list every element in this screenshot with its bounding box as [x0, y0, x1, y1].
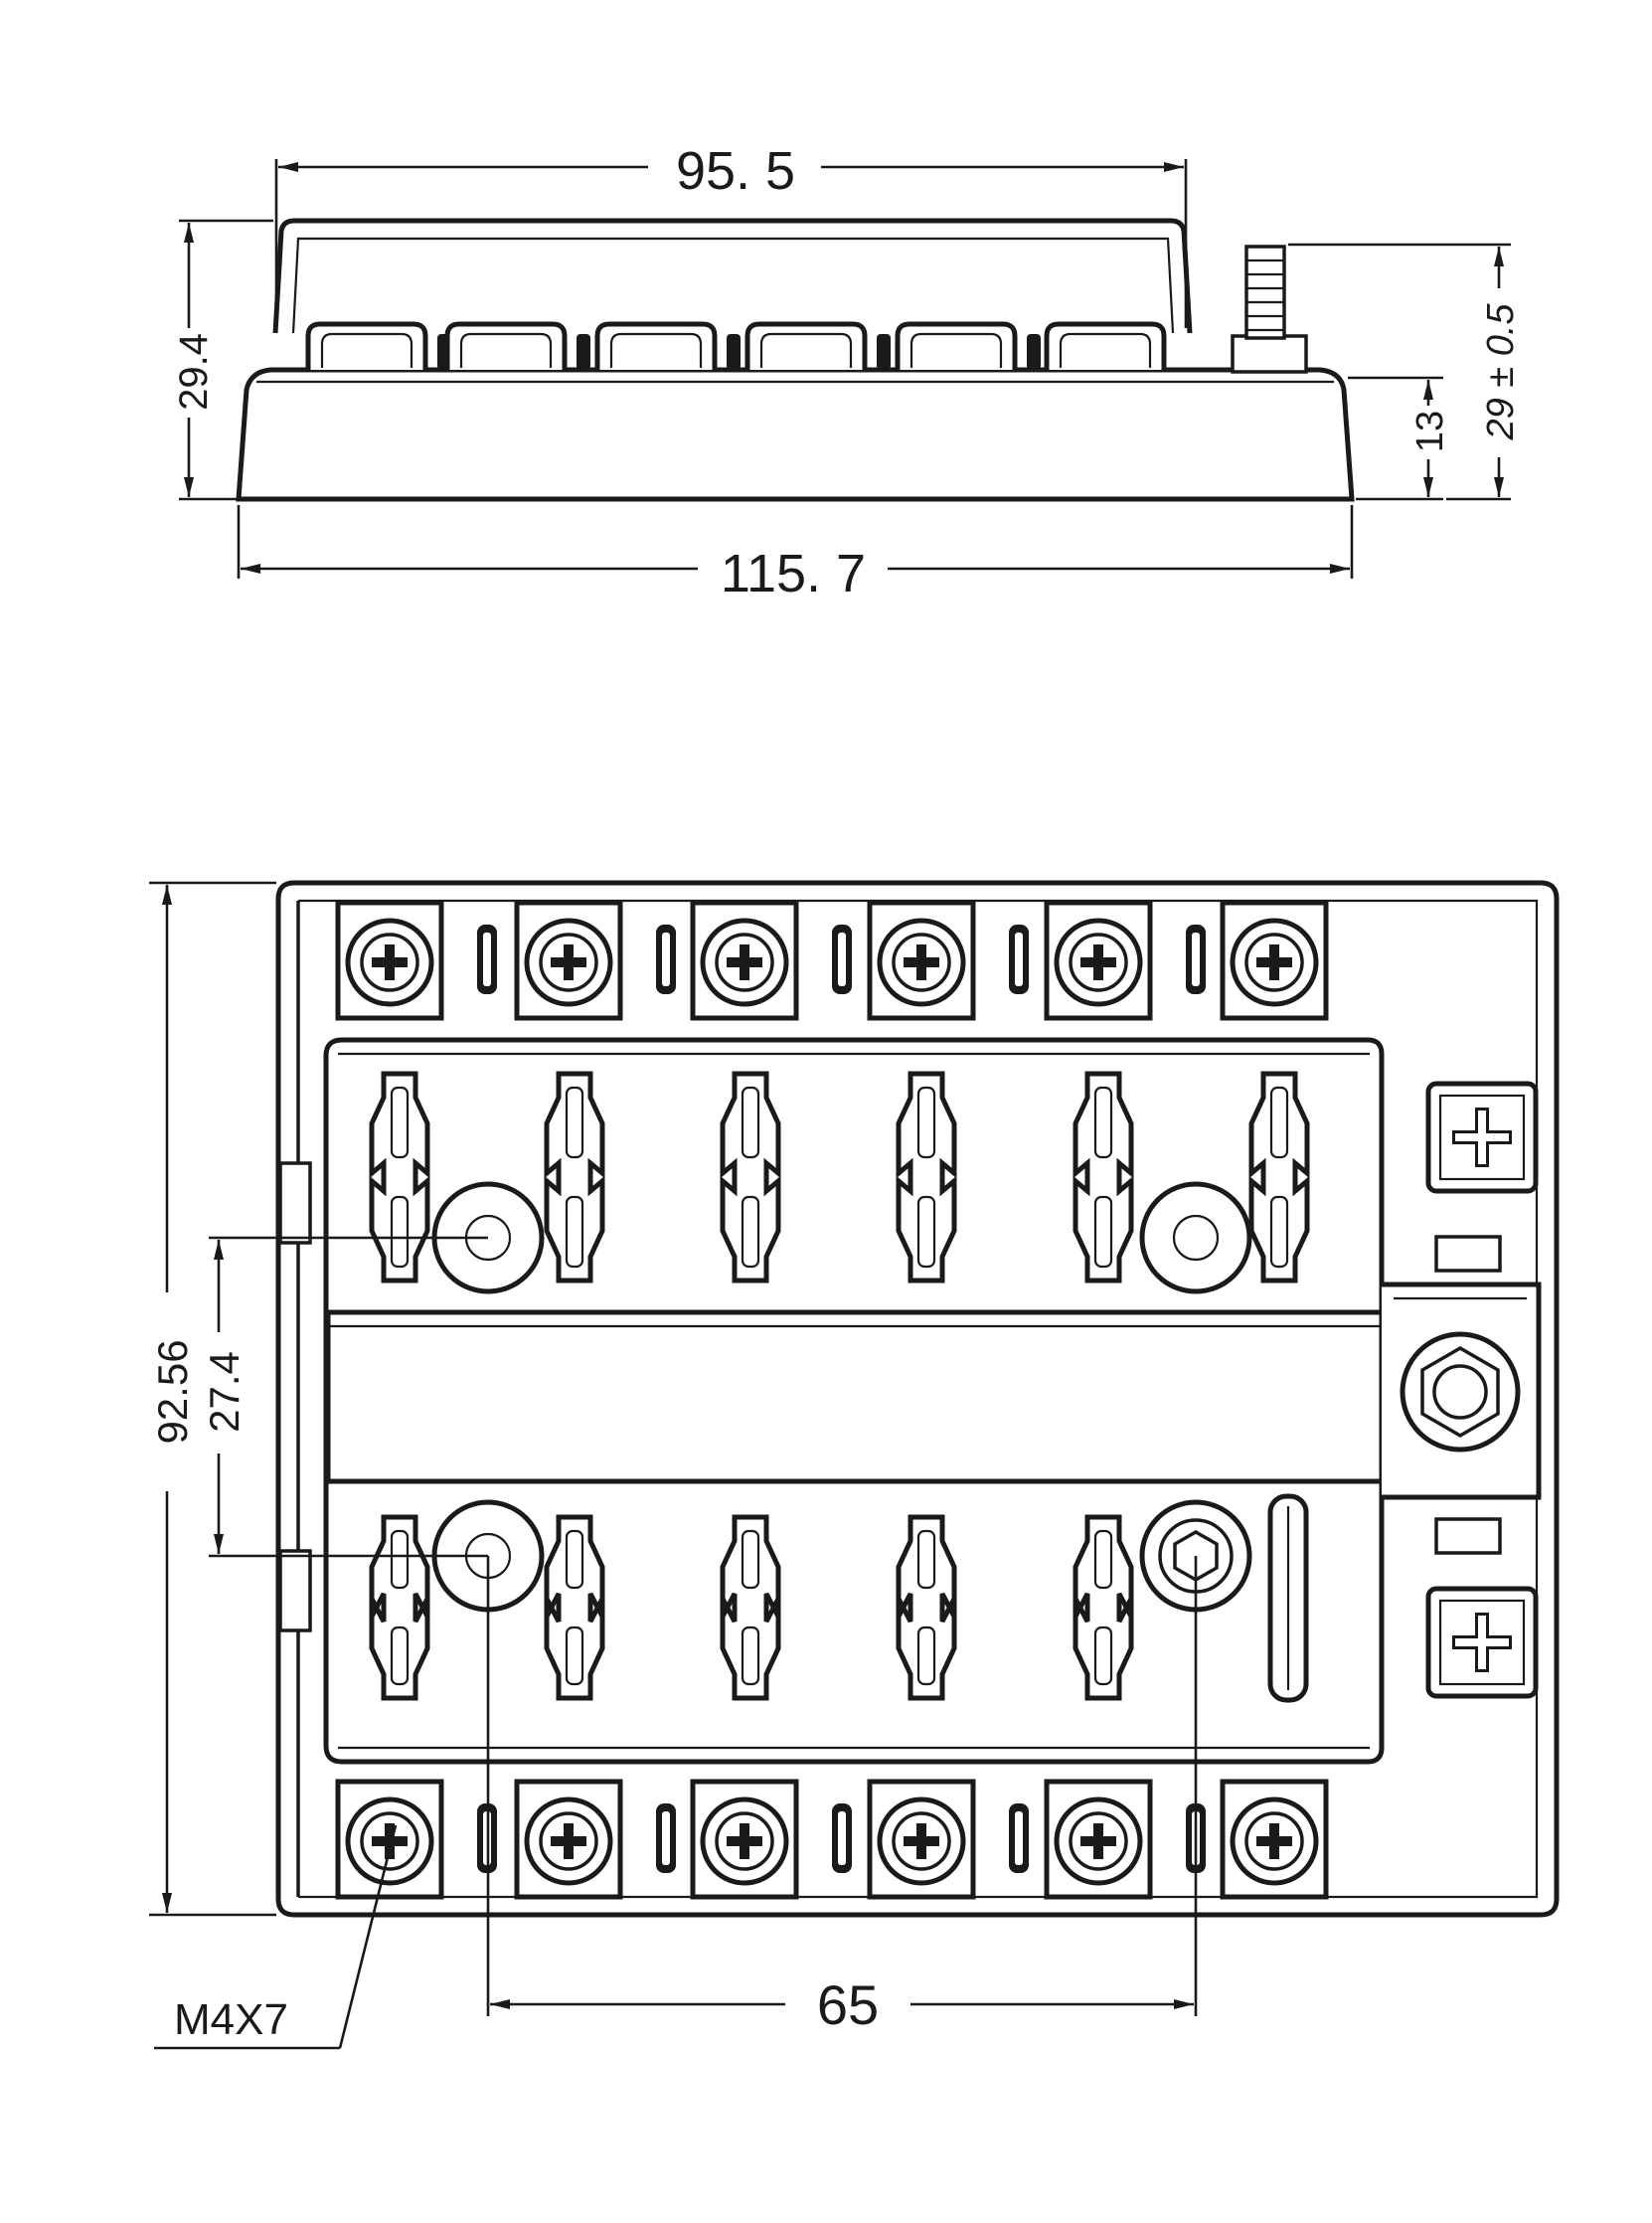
dim-label-top-width: 95. 5 — [676, 141, 795, 201]
terminal-screw — [1220, 1779, 1329, 1900]
dim-mount-spacing-vertical: 27.4 — [201, 1236, 488, 1558]
terminal-screw — [514, 1779, 623, 1900]
fuse-slot — [1073, 1071, 1134, 1283]
dim-label-body-depth: 92.56 — [149, 1339, 196, 1444]
dim-overall-width: 115. 7 — [237, 505, 1354, 603]
terminal-row-bottom — [335, 1779, 1329, 1900]
fuse-slot — [544, 1514, 605, 1701]
side-separator — [727, 334, 741, 370]
fuse-slot — [896, 1071, 957, 1283]
fuse-slot — [1073, 1514, 1134, 1701]
terminal-screw — [1220, 900, 1329, 1021]
fuse-slot — [720, 1514, 781, 1701]
dim-total-height: 29.4 — [172, 219, 273, 501]
screw-spec-callout: M4X7 — [154, 1824, 398, 2050]
dim-label-total-height: 29.4 — [172, 333, 216, 411]
terminal-screw — [867, 1779, 976, 1900]
fuse-slots — [369, 1071, 1310, 1701]
side-fuse-cap — [305, 321, 428, 370]
terminal-row-top — [335, 900, 1329, 1021]
fuse-slot — [1248, 1071, 1310, 1283]
terminal-screw — [690, 900, 799, 1021]
side-fuse-cap — [895, 321, 1018, 370]
cross-screw-bottom — [1425, 1586, 1539, 1699]
side-fuse-cap — [444, 321, 568, 370]
stud-nut-plate — [1382, 1282, 1542, 1500]
fuse-slot — [544, 1071, 605, 1283]
terminal-screw — [1044, 1779, 1153, 1900]
side-fuse-cap — [744, 321, 868, 370]
dim-label-mount-spacing-vertical: 27.4 — [201, 1351, 248, 1433]
hinge-tab-bottom — [278, 1549, 312, 1632]
hinge-tab-top — [278, 1161, 312, 1245]
side-fuse-cap — [594, 321, 718, 370]
side-separator — [877, 334, 891, 370]
mount-hole-top-right — [1139, 1181, 1252, 1294]
fuse-slot — [720, 1071, 781, 1283]
dim-mount-spacing-horizontal: 65 — [486, 1556, 1198, 2036]
terminal-screw — [867, 900, 976, 1021]
side-view: 95. 5 115. 7 29.4 13 — [172, 141, 1522, 603]
dim-body-depth: 92.56 — [149, 881, 276, 1917]
terminal-screw — [335, 900, 444, 1021]
side-separator — [1027, 334, 1041, 370]
fuse-slot — [369, 1514, 430, 1701]
top-view: 92.56 27.4 65 M4X7 — [149, 880, 1560, 2050]
dim-base-height: 13 — [1348, 376, 1451, 501]
dim-label-overall-width: 115. 7 — [721, 544, 866, 603]
cross-screw-top — [1425, 1081, 1539, 1194]
side-fuse-cap — [1044, 321, 1167, 370]
stud-terminal — [1231, 245, 1308, 374]
dim-top-width: 95. 5 — [274, 141, 1188, 328]
fuse-slot — [896, 1514, 957, 1701]
terminal-screw — [1044, 900, 1153, 1021]
side-fuse-caps — [305, 321, 1167, 370]
terminal-screw — [514, 900, 623, 1021]
dim-label-mount-spacing-horizontal: 65 — [817, 1973, 879, 2036]
terminal-screw — [690, 1779, 799, 1900]
dim-stud-height: 29 ± 0.5 — [1288, 243, 1522, 501]
bus-bar — [325, 1309, 1385, 1484]
fuse-slot — [369, 1071, 430, 1283]
indicator-window-bottom — [1434, 1517, 1502, 1555]
dim-label-base-height: 13 — [1409, 411, 1451, 452]
indicator-window-top — [1434, 1235, 1502, 1273]
terminal-screw — [335, 1779, 444, 1900]
dim-label-stud-height: 29 ± 0.5 — [1480, 303, 1522, 441]
side-separator — [577, 334, 590, 370]
screw-spec-label: M4X7 — [174, 1995, 288, 2044]
